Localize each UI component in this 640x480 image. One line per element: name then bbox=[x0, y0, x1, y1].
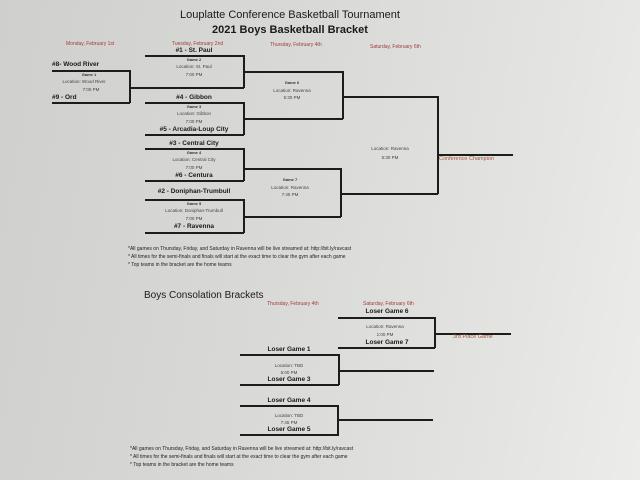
note-stream: *All games on Thursday, Friday, and Satu… bbox=[128, 246, 352, 252]
game-5-label: Game 5 bbox=[186, 201, 202, 206]
team-st-paul: #1 - St. Paul bbox=[175, 47, 213, 54]
game-2-label: Game 2 bbox=[186, 57, 202, 62]
game-2-location: Location: St. Paul bbox=[176, 64, 212, 69]
team-doniphan-trumbull: #2 - Doniphan-Trumbull bbox=[157, 188, 231, 195]
loser-game-4: Loser Game 4 bbox=[267, 397, 311, 404]
team-wood-river: #8- Wood River bbox=[52, 61, 100, 68]
consolation-title: Boys Consolation Brackets bbox=[144, 290, 264, 301]
game-2-time: 7:00 PM bbox=[185, 72, 203, 77]
game-6-time: 5:30 PM bbox=[283, 95, 301, 100]
loser-game-5: Loser Game 5 bbox=[267, 426, 311, 433]
loser-game-1: Loser Game 1 bbox=[267, 346, 311, 353]
loser-game-7: Loser Game 7 bbox=[365, 339, 409, 346]
bracket-line bbox=[52, 70, 130, 72]
consolation-day-thursday: Thursday, February 4th bbox=[267, 301, 319, 307]
bracket-line bbox=[145, 232, 244, 234]
loser-game-3: Loser Game 3 bbox=[267, 376, 311, 383]
game-4-location: Location: Central City bbox=[172, 157, 216, 162]
bracket-line bbox=[145, 199, 244, 201]
consolation-1-time: 6:00 PM bbox=[280, 370, 298, 375]
tournament-title: Louplatte Conference Basketball Tourname… bbox=[180, 9, 400, 21]
bracket-line bbox=[243, 216, 341, 218]
bracket-line bbox=[338, 317, 435, 319]
game-7-location: Location: Ravenna bbox=[271, 185, 309, 190]
game-7-time: 7:45 PM bbox=[281, 192, 299, 197]
bracket-line bbox=[434, 317, 436, 348]
note-times-2: * All times for the semi-finals and fina… bbox=[130, 454, 348, 460]
bracket-line bbox=[243, 71, 343, 73]
consolation-1-location: Location: TBD bbox=[274, 363, 304, 368]
team-ord: #9 - Ord bbox=[52, 94, 77, 101]
bracket-line bbox=[342, 71, 344, 119]
consolation-2-time: 7:45 PM bbox=[280, 420, 298, 425]
bracket-line bbox=[240, 434, 339, 436]
bracket-line bbox=[340, 168, 342, 217]
bracket-line bbox=[243, 148, 245, 181]
game-5-location: Location: Doniphan-Trumbull bbox=[165, 208, 223, 213]
consolation-day-saturday: Saturday, February 6th bbox=[363, 301, 414, 307]
bracket-line bbox=[337, 419, 433, 421]
note-home: * Top teams in the bracket are the home … bbox=[128, 262, 232, 268]
day-tuesday: Tuesday, February 2nd bbox=[172, 41, 224, 47]
game-1-label: Game 1 bbox=[81, 72, 97, 77]
bracket-line bbox=[340, 193, 438, 195]
bracket-line bbox=[145, 55, 244, 57]
day-thursday: Thursday, February 4th bbox=[270, 42, 322, 48]
game-3-time: 7:00 PM bbox=[185, 119, 203, 124]
bracket-line bbox=[240, 354, 339, 356]
third-place-label: 3rd Place Game bbox=[453, 334, 493, 340]
team-central-city: #3 - Central City bbox=[169, 140, 219, 147]
game-7-label: Game 7 bbox=[282, 177, 298, 182]
bracket-line bbox=[145, 102, 244, 104]
bracket-line bbox=[129, 87, 244, 89]
team-centura: #6 - Centura bbox=[175, 172, 213, 179]
bracket-line bbox=[240, 405, 339, 407]
game-3-location: Location: Gibbon bbox=[176, 111, 212, 116]
game-6-location: Location: Ravenna bbox=[273, 88, 311, 93]
final-time: 5:30 PM bbox=[381, 155, 399, 160]
loser-game-6: Loser Game 6 bbox=[365, 308, 409, 315]
bracket-line bbox=[338, 370, 434, 372]
bracket-line bbox=[437, 96, 439, 194]
bracket-line bbox=[434, 333, 511, 335]
bracket-line bbox=[338, 347, 435, 349]
game-1-time: 7:00 PM bbox=[82, 87, 100, 92]
bracket-line bbox=[129, 70, 131, 103]
day-monday: Monday, February 1st bbox=[66, 41, 115, 47]
team-arcadia-loup-city: #5 - Arcadia-Loup City bbox=[159, 126, 229, 133]
team-ravenna: #7 - Ravenna bbox=[173, 223, 215, 230]
game-3-label: Game 3 bbox=[186, 104, 202, 109]
day-saturday: Saturday, February 6th bbox=[370, 44, 421, 50]
game-5-time: 7:00 PM bbox=[185, 216, 203, 221]
note-home-2: * Top teams in the bracket are the home … bbox=[130, 462, 234, 468]
bracket-title: 2021 Boys Basketball Bracket bbox=[212, 24, 368, 36]
bracket-line bbox=[145, 148, 244, 150]
final-location: Location: Ravenna bbox=[371, 146, 409, 151]
note-stream-2: *All games on Thursday, Friday, and Satu… bbox=[130, 446, 354, 452]
game-4-time: 7:00 PM bbox=[185, 165, 203, 170]
game-4-label: Game 4 bbox=[186, 150, 202, 155]
bracket-line bbox=[145, 180, 244, 182]
third-place-location: Location: Ravenna bbox=[366, 324, 404, 329]
bracket-line bbox=[243, 118, 343, 120]
bracket-line bbox=[243, 168, 341, 170]
bracket-line bbox=[52, 102, 130, 104]
note-times: * All times for the semi-finals and fina… bbox=[128, 254, 346, 260]
bracket-line bbox=[342, 96, 438, 98]
game-6-label: Game 6 bbox=[284, 80, 300, 85]
game-1-location: Location: Wood River bbox=[62, 79, 106, 84]
champion-line bbox=[437, 154, 513, 156]
team-gibbon: #4 - Gibbon bbox=[176, 94, 212, 101]
bracket-line bbox=[145, 134, 244, 136]
bracket-line bbox=[338, 354, 340, 385]
third-place-time: 1:00 PM bbox=[376, 332, 394, 337]
consolation-2-location: Location: TBD bbox=[274, 413, 304, 418]
conference-champion-label: Conference Champion bbox=[439, 156, 495, 162]
bracket-line bbox=[240, 384, 339, 386]
